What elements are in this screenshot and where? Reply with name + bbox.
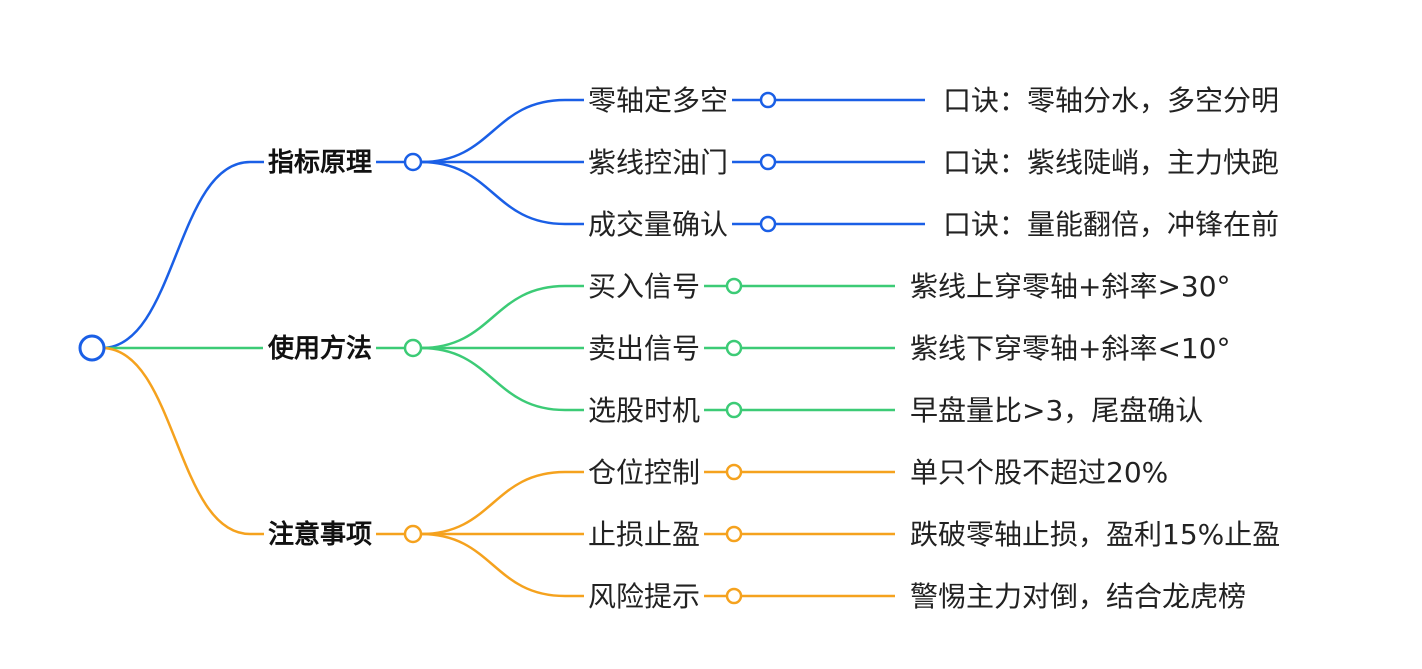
leaf-label: 警惕主力对倒，结合龙虎榜	[910, 580, 1246, 613]
leaf-label: 跌破零轴止损，盈利15%止盈	[910, 518, 1280, 551]
sub-label-backing	[584, 580, 705, 613]
branch-to-sub-edge	[420, 284, 566, 350]
sub-label-backing	[584, 518, 705, 551]
sub-topic-label: 止损止盈	[588, 518, 700, 551]
sub-label-backing	[584, 394, 705, 427]
sub-node-circle	[759, 91, 777, 109]
branch-to-sub-edge	[420, 532, 566, 598]
leaf-label: 早盘量比>3，尾盘确认	[910, 394, 1203, 427]
sub-node-circle	[725, 587, 743, 605]
sub-label-backing	[584, 332, 705, 365]
branch-to-sub-edge	[420, 98, 566, 164]
sub-node-circle	[725, 339, 743, 357]
leaf-label: 口诀：量能翻倍，冲锋在前	[943, 208, 1279, 241]
branch-to-sub-edge	[420, 470, 566, 536]
branch-to-sub-edge	[420, 346, 566, 412]
sub-label-backing	[584, 456, 705, 489]
branch-node-circle	[403, 152, 423, 172]
branch-node-circle	[403, 524, 423, 544]
leaf-label: 口诀：零轴分水，多空分明	[943, 84, 1279, 117]
sub-topic-label: 零轴定多空	[588, 84, 728, 117]
branch-label-backing	[263, 333, 377, 364]
sub-node-circle	[725, 525, 743, 543]
sub-label-backing	[584, 146, 733, 179]
branch-label: 注意事项	[268, 519, 372, 550]
sub-topic-label: 仓位控制	[588, 456, 700, 489]
leaf-label: 紫线下穿零轴+斜率<10°	[910, 332, 1231, 365]
branch-label: 指标原理	[268, 148, 372, 178]
branch-label-backing	[264, 148, 377, 178]
branch-label: 使用方法	[267, 333, 372, 364]
branch-label-backing	[264, 519, 377, 550]
leaf-label: 口诀：紫线陡峭，主力快跑	[943, 146, 1279, 179]
sub-node-circle	[759, 153, 777, 171]
sub-topic-label: 买入信号	[588, 270, 700, 303]
sub-topic-label: 卖出信号	[588, 332, 700, 365]
sub-topic-label: 风险提示	[588, 580, 700, 613]
root-to-branch-edge	[101, 160, 251, 350]
branch-to-sub-edge	[420, 160, 566, 226]
leaf-label: 单只个股不超过20%	[910, 456, 1168, 489]
sub-topic-label: 选股时机	[588, 394, 700, 427]
sub-label-backing	[584, 84, 733, 117]
sub-label-backing	[584, 208, 733, 241]
mindmap-edges	[101, 98, 925, 598]
sub-node-circle	[725, 401, 743, 419]
leaf-label: 紫线上穿零轴+斜率>30°	[910, 270, 1231, 303]
sub-node-circle	[725, 463, 743, 481]
root-to-branch-edge	[101, 346, 251, 536]
sub-label-backing	[584, 270, 705, 303]
sub-node-circle	[725, 277, 743, 295]
sub-topic-label: 紫线控油门	[588, 146, 728, 179]
branch-node-circle	[403, 338, 423, 358]
sub-topic-label: 成交量确认	[588, 208, 728, 241]
root-node	[78, 334, 106, 362]
sub-node-circle	[759, 215, 777, 233]
